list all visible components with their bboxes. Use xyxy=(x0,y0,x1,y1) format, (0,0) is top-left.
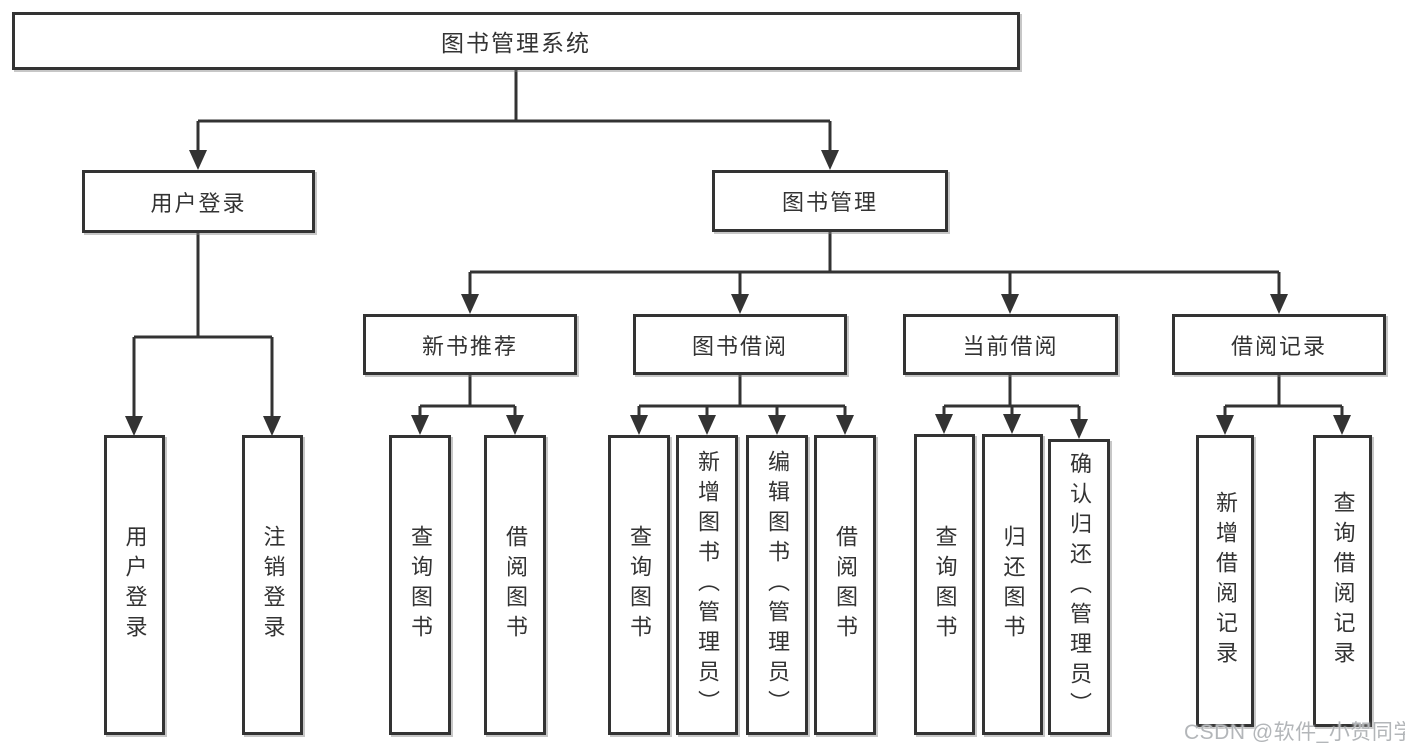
node-book-management: 图书管理 xyxy=(712,170,948,232)
csdn-watermark: CSDN @软件_小贺同学 xyxy=(1184,721,1405,744)
node-user-login: 用户登录 xyxy=(82,170,315,233)
leaf-query-books-2: 查询图书 xyxy=(608,435,670,735)
leaf-query-books-1: 查询图书 xyxy=(389,435,451,735)
leaf-edit-book-admin: 编辑图书（管理员） xyxy=(746,435,808,735)
node-user-login-label: 用户登录 xyxy=(150,190,247,216)
leaf-add-borrow-record: 新增借阅记录 xyxy=(1196,435,1254,727)
node-borrow-records: 借阅记录 xyxy=(1172,314,1386,375)
leaf-add-book-admin: 新增图书（管理员） xyxy=(676,435,738,735)
leaf-confirm-return-admin: 确认归还（管理员） xyxy=(1048,439,1110,735)
node-current-borrow-label: 当前借阅 xyxy=(962,333,1059,359)
leaf-logout: 注销登录 xyxy=(242,435,303,735)
leaf-user-login: 用户登录 xyxy=(104,435,165,735)
node-root: 图书管理系统 xyxy=(12,12,1020,70)
node-new-book-recommend: 新书推荐 xyxy=(363,314,577,375)
leaf-borrow-books-1: 借阅图书 xyxy=(484,435,546,735)
leaf-query-books-3: 查询图书 xyxy=(914,434,975,735)
node-book-borrow: 图书借阅 xyxy=(633,314,847,375)
node-borrow-records-label: 借阅记录 xyxy=(1230,333,1327,359)
leaf-query-borrow-record: 查询借阅记录 xyxy=(1313,435,1372,727)
node-book-management-label: 图书管理 xyxy=(781,190,878,215)
node-current-borrow: 当前借阅 xyxy=(903,314,1118,375)
leaf-borrow-books-2: 借阅图书 xyxy=(814,435,876,735)
node-book-borrow-label: 图书借阅 xyxy=(691,333,788,359)
node-root-label: 图书管理系统 xyxy=(441,30,591,56)
node-new-book-recommend-label: 新书推荐 xyxy=(421,333,518,359)
leaf-return-book: 归还图书 xyxy=(982,434,1043,735)
